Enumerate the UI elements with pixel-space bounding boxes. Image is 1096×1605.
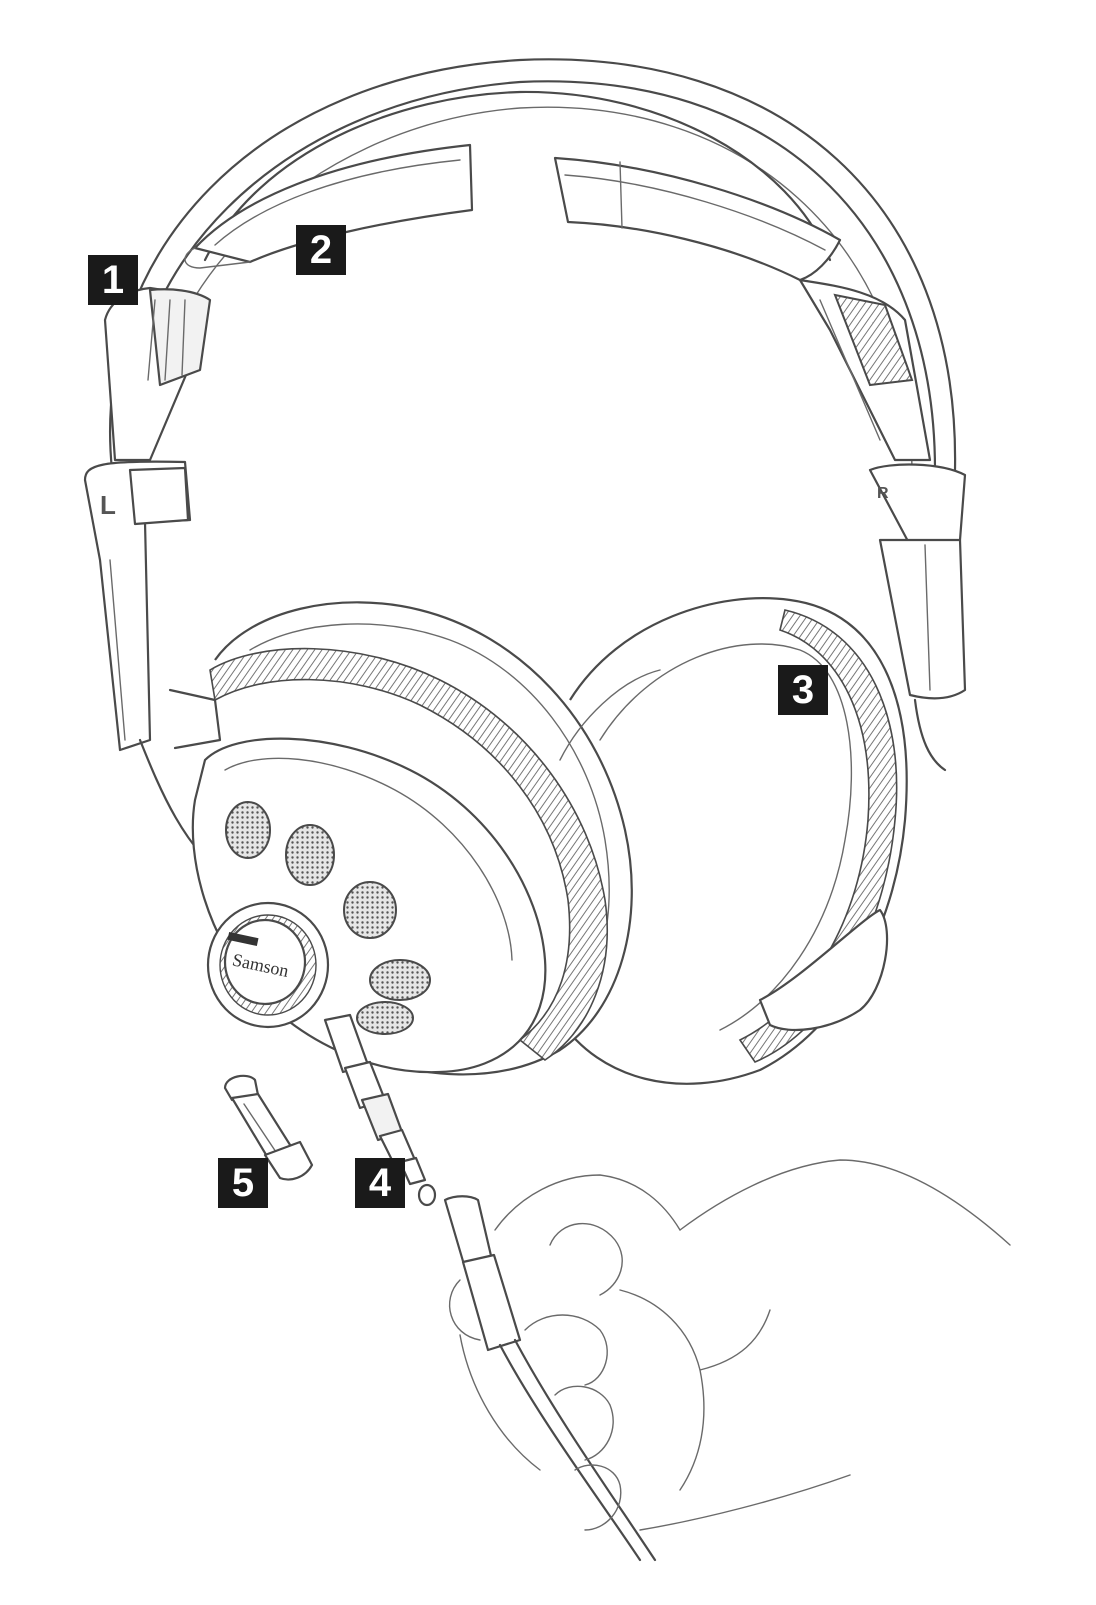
callout-2: 2: [296, 225, 346, 275]
jack-adapter-illustration: [223, 1074, 314, 1181]
callout-4: 4: [355, 1158, 405, 1208]
cable-plug: [323, 1013, 437, 1207]
slider-right: [798, 278, 932, 462]
ear-cup-left: Samson: [191, 601, 661, 1076]
headband-pad-right: [553, 156, 842, 282]
slider-left: [103, 286, 212, 462]
yoke-right: [868, 463, 967, 772]
callout-1: 1: [88, 255, 138, 305]
left-side-mark: L: [100, 490, 116, 520]
hand-illustration: [443, 1159, 1011, 1562]
callout-3: 3: [778, 665, 828, 715]
callout-5: 5: [218, 1158, 268, 1208]
headband: [109, 58, 957, 472]
ear-cup-right: [559, 597, 908, 1085]
right-side-mark: R: [877, 485, 889, 502]
